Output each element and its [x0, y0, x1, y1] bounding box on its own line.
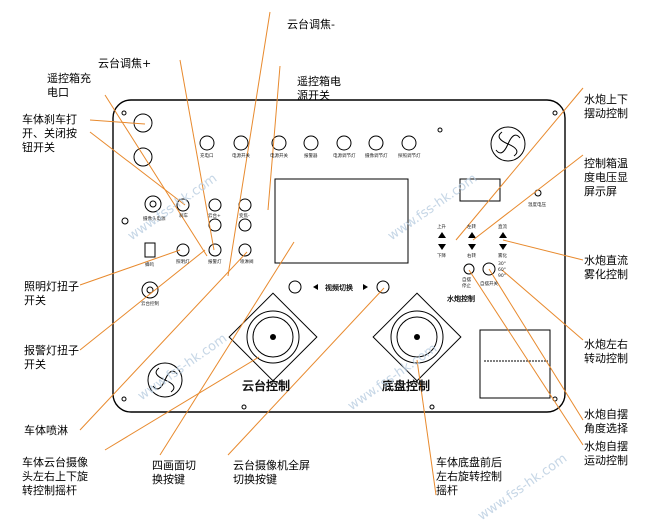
panel-brake-label: 刹车 [179, 214, 188, 219]
fullscreen-switch-button [376, 280, 390, 294]
label-focus-minus: 云台调焦- [287, 18, 335, 31]
top-button-2 [233, 135, 249, 151]
camera-connector [144, 195, 162, 213]
video-switch-label: 视频切换 [325, 284, 353, 292]
top-button-3 [271, 135, 287, 151]
label-chassis-joystick: 车体底盘前后 左右旋转控制 摇杆 [436, 456, 502, 497]
panel-alarm-label: 报警灯 [208, 260, 222, 265]
top-button-1 [199, 135, 215, 151]
top-button-6 [368, 135, 384, 151]
top-led [437, 127, 443, 133]
display-label: 温度电压 [528, 203, 546, 208]
gimbal-control-title: 云台控制 [242, 379, 291, 393]
alarm-button [208, 243, 222, 257]
panel-top-label-5: 电源调节灯 [333, 154, 356, 159]
cannon-straight-label: 直流 [498, 225, 507, 230]
panel-beep-label: 蜂鸣 [145, 263, 154, 268]
cannon-control-title: 水炮控制 [447, 295, 475, 303]
label-cannon-updown: 水炮上下 摆动控制 [584, 93, 628, 120]
panel-left-side-label: 摄像头电源 [143, 217, 166, 222]
label-fullscreen-switch: 云台摄像机全屏 切换按键 [233, 459, 310, 486]
angle-90-label: 90° [498, 274, 506, 279]
chassis-control-title: 底盘控制 [382, 379, 431, 393]
label-lighting: 照明灯扭子 开关 [24, 280, 79, 307]
top-button-5 [336, 135, 352, 151]
label-cannon-leftright: 水炮左右 转动控制 [584, 338, 628, 365]
panel-focus-label: 变焦- [239, 214, 250, 219]
top-button-7 [401, 135, 417, 151]
focus-minus-button [238, 198, 252, 212]
fan-top-right [490, 126, 526, 162]
label-cannon-spray: 水炮直流 雾化控制 [584, 254, 628, 281]
leader-lines [79, 11, 584, 496]
label-charge-port: 遥控箱充 电口 [47, 72, 91, 99]
cannon-fog-label: 雾化 [498, 254, 507, 259]
panel-top-label-6: 摄像调节灯 [365, 154, 388, 159]
zoom-button [208, 218, 222, 232]
cannon-auto-knob [463, 263, 475, 275]
switch-rect [144, 242, 156, 258]
spray-button [238, 243, 252, 257]
zoom2-button [238, 218, 252, 232]
focus-plus-button [208, 198, 222, 212]
chassis-joystick [372, 292, 462, 382]
label-focus-plus: 云台调焦+ [98, 57, 152, 70]
brake-button [176, 198, 190, 212]
panel-top-label-7: 探照调节灯 [398, 154, 421, 159]
label-camera-joystick: 车体云台摄像 头左右上下旋 转控制摇杆 [22, 456, 88, 497]
panel-zoom-label: 云台+ [208, 214, 221, 219]
panel-top-label-1: 充电口 [200, 154, 214, 159]
panel-lighting-label: 照明灯 [176, 260, 190, 265]
panel-spray-label: 喷淋阀 [240, 260, 254, 265]
panel-top-label-2: 电源开关 [232, 154, 250, 159]
panel-top-label-3: 电源开关 [270, 154, 288, 159]
quad-switch-button [288, 280, 302, 294]
cannon-down-label: 下降 [437, 254, 446, 259]
temperature-display [459, 178, 501, 202]
label-quad-switch: 四画面切 换按键 [152, 459, 196, 486]
top-button-4 [303, 135, 319, 151]
cannon-right-label: 右转 [467, 254, 476, 259]
label-cannon-auto: 水炮自摆 运动控制 [584, 440, 628, 467]
antenna-connector [141, 281, 159, 299]
video-display [274, 178, 409, 264]
label-temp-display: 控制箱温 度电压显 屏示屏 [584, 157, 628, 198]
cannon-up-label: 上升 [437, 225, 446, 230]
label-power-switch: 遥控箱电 源开关 [297, 75, 341, 102]
cannon-left-label: 左转 [467, 225, 476, 230]
panel-antenna-label: 云台控制 [141, 302, 159, 307]
angle-60-label: 60° [498, 268, 506, 273]
label-alarm: 报警灯扭子 开关 [24, 344, 79, 371]
cannon-toggles [438, 232, 507, 250]
cannon-auto-label: 自摆 [462, 278, 471, 283]
lighting-button [176, 243, 190, 257]
angle-30-label: 30° [498, 262, 506, 267]
label-spray: 车体喷淋 [24, 424, 68, 437]
brake-knob [133, 147, 153, 167]
label-brake: 车体刹车打 开、关闭按 钮开关 [22, 113, 77, 154]
label-cannon-angle: 水炮自摆 角度选择 [584, 408, 628, 435]
cannon-stop-label: 停止 [462, 284, 471, 289]
camera-joystick [228, 292, 318, 382]
auto-swing-label: 自摆开关 [480, 282, 498, 287]
panel-top-label-4: 报警器 [304, 154, 318, 159]
fan-bottom-left [147, 362, 183, 398]
